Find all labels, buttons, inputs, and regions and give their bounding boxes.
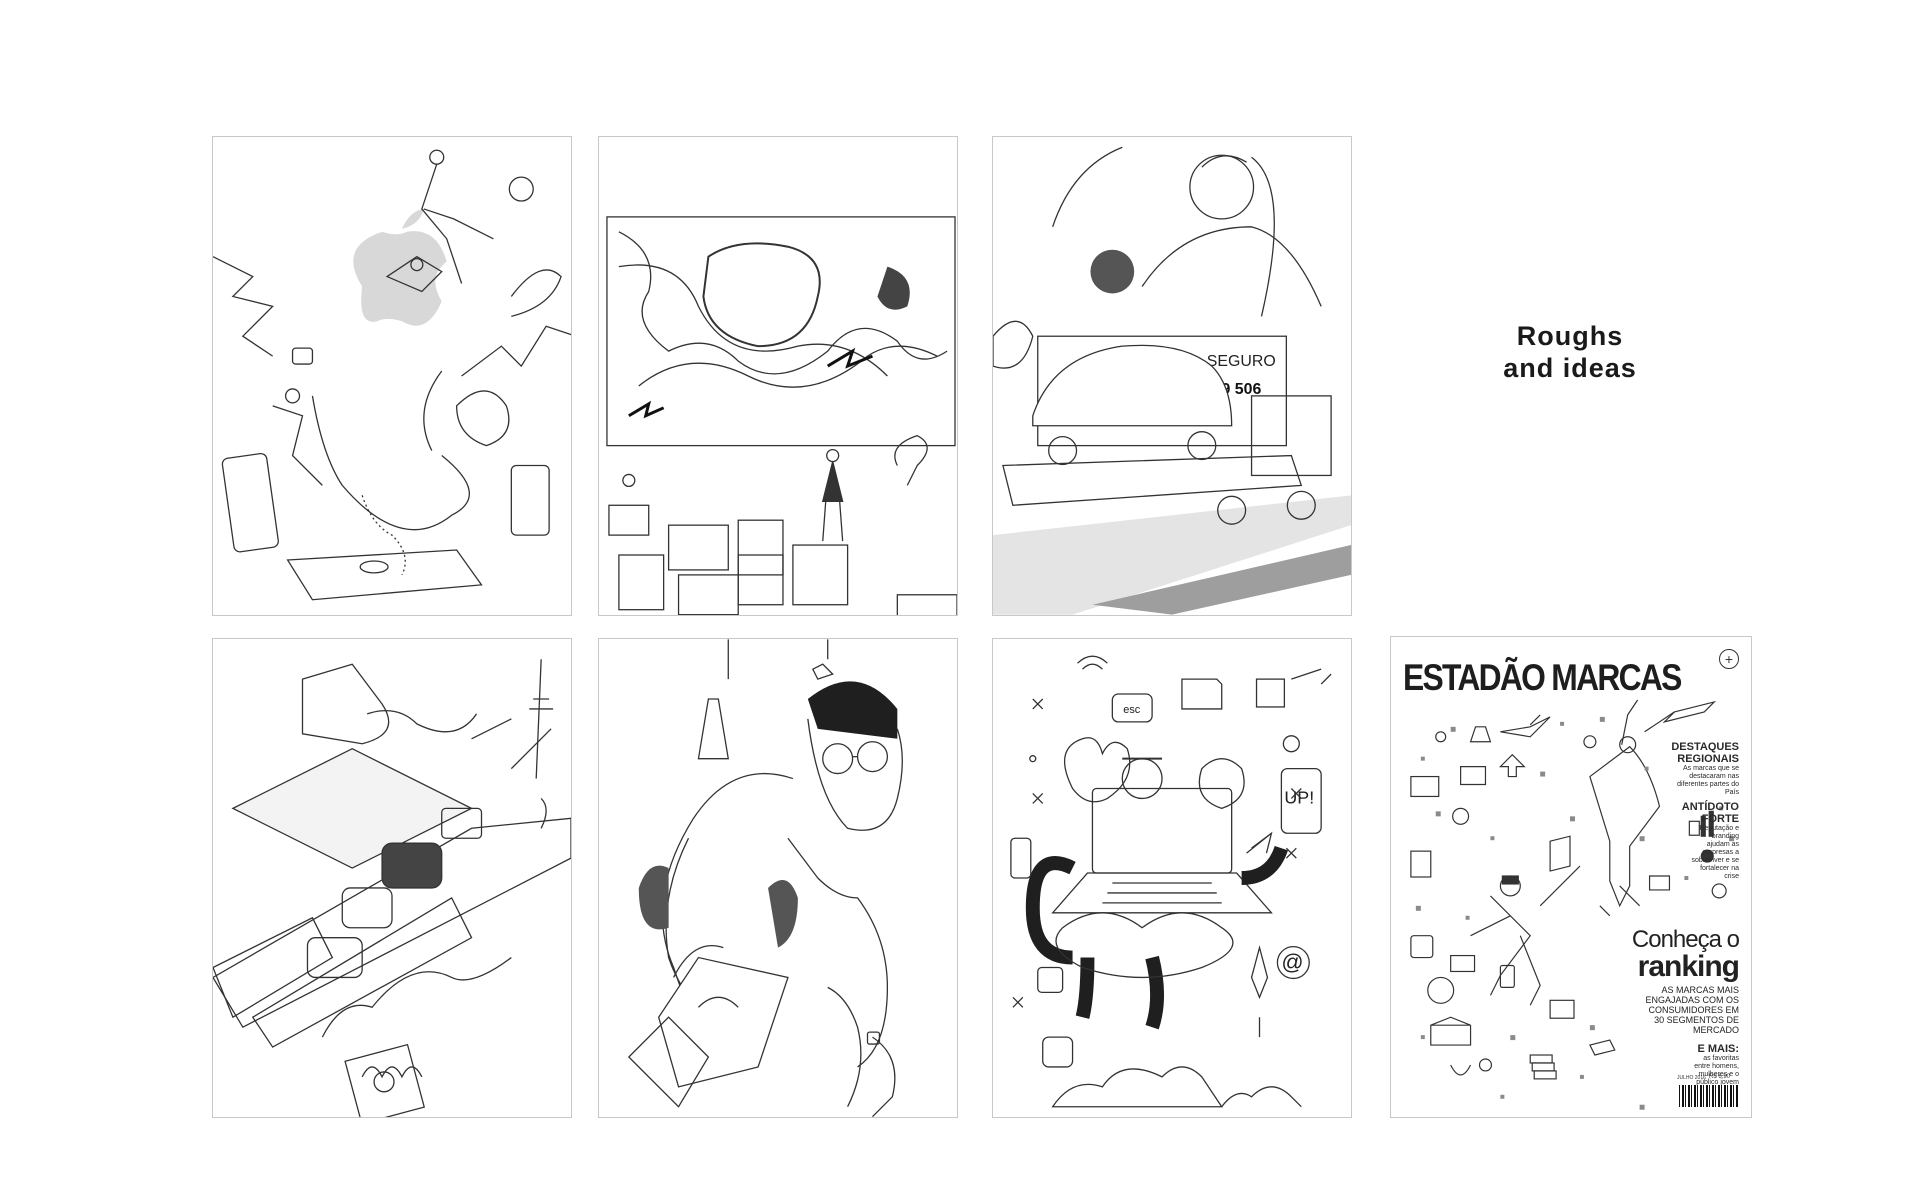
- magazine-cover: ESTADÃO MARCAS +: [1390, 636, 1752, 1118]
- billboard: [1037, 335, 1288, 447]
- mail-icon: [291, 347, 314, 365]
- laptop-screen: [1091, 787, 1233, 874]
- cover-plus-icon: +: [1719, 649, 1739, 669]
- laptop-keyboard: [1051, 872, 1273, 914]
- travel-illustration: [213, 659, 571, 1117]
- tv-illustration: [606, 216, 957, 615]
- up-sticker-label: UP!: [1284, 787, 1314, 807]
- airplane-icon: [1500, 714, 1551, 738]
- cover-headline: Conheça o ranking AS MARCAS MAIS ENGAJAD…: [1631, 926, 1740, 1036]
- chip-icon: [1255, 678, 1286, 708]
- caption-line-2: and ideas: [1503, 353, 1637, 383]
- cover-barcode: [1679, 1085, 1739, 1107]
- rough-sketch-tech: [212, 136, 572, 616]
- caption-line-1: Roughs: [1516, 321, 1624, 351]
- roughs-and-ideas-caption: Roughs and ideas: [1440, 320, 1700, 384]
- sign-label: SEGURO: [1207, 353, 1276, 370]
- esc-key: [1111, 693, 1153, 723]
- section1-heading-line2: REGIONAIS: [1677, 753, 1739, 765]
- tv-frame: [606, 216, 956, 447]
- section3-text: as favoritas entre homens, mulheres e o …: [1694, 1055, 1739, 1086]
- rough-sketch-fashion: [598, 638, 958, 1118]
- headline-subtitle: AS MARCAS MAIS ENGAJADAS COM OS CONSUMID…: [1645, 985, 1739, 1035]
- esc-key-label: esc: [1123, 704, 1141, 716]
- phone-icon: [508, 176, 534, 202]
- section1-text: As marcas que se destacaram nas diferent…: [1677, 765, 1739, 796]
- digital-illustration: esc UP! @: [1010, 655, 1332, 1108]
- rough-sketch-tv: [598, 136, 958, 616]
- cover-price: R$ 6,90: [1709, 1074, 1731, 1080]
- tech-illustration: [213, 149, 571, 601]
- section2-heading-line1: ANTÍDOTO: [1681, 801, 1739, 813]
- cover-section-destaques: DESTAQUES REGIONAIS As marcas que se des…: [1671, 741, 1739, 797]
- passport: [344, 1043, 426, 1117]
- smartphone-right: [510, 464, 550, 536]
- section2-heading-line2: FORTE: [1701, 813, 1739, 825]
- section1-heading-line1: DESTAQUES: [1671, 741, 1739, 753]
- headline-line2: ranking: [1637, 950, 1740, 983]
- up-sticker: [1280, 767, 1322, 834]
- sneaker: [301, 663, 390, 745]
- fashion-illustration: [627, 639, 903, 1117]
- cover-section-antidoto: ANTÍDOTO FORTE Reputação e branding ajud…: [1682, 801, 1739, 881]
- headline-line1: Conheça o: [1631, 926, 1740, 953]
- cover-date: JULHO 2016: [1677, 1075, 1706, 1081]
- rough-sketch-insurance: SEGURO 349 506: [992, 136, 1352, 616]
- cover-title: ESTADÃO MARCAS: [1403, 657, 1682, 698]
- monitor-icon: [1410, 775, 1440, 798]
- section2-text: Reputação e branding ajudam as empresas …: [1691, 825, 1739, 880]
- at-sign: @: [1281, 949, 1303, 974]
- insurance-illustration: SEGURO 349 506: [993, 146, 1351, 615]
- section3-heading: E MAIS:: [1697, 1043, 1739, 1055]
- rough-sketch-digital: esc UP! @: [992, 638, 1352, 1118]
- cover-illustration: [1410, 699, 1735, 1110]
- rough-sketch-travel: [212, 638, 572, 1118]
- smartphone-left: [221, 452, 279, 553]
- cover-section-e-mais: E MAIS: as favoritas entre homens, mulhe…: [1687, 1043, 1739, 1087]
